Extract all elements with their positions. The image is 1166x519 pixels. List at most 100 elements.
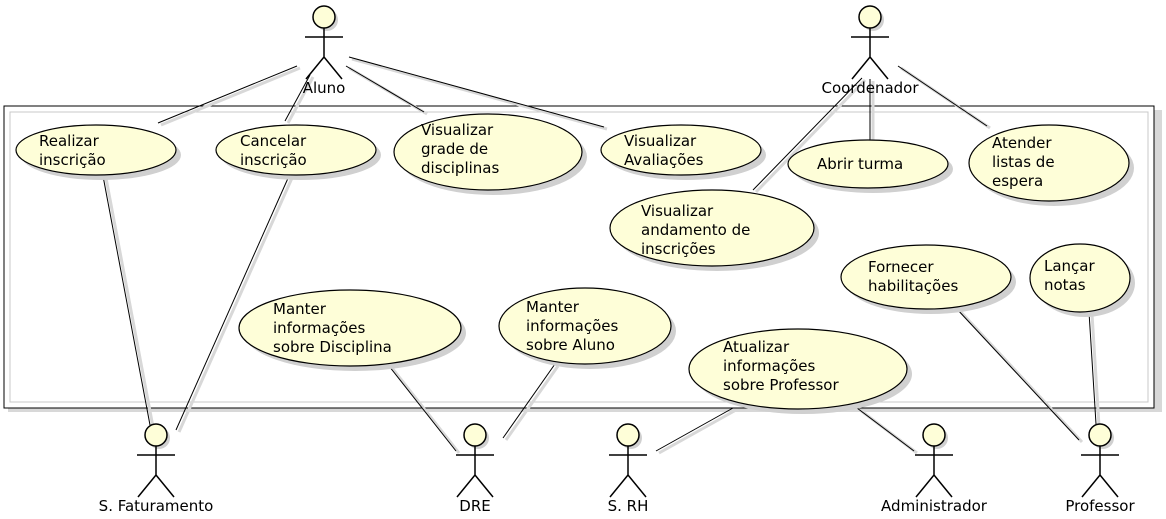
use-case-label-line: Manter — [526, 298, 580, 316]
use-case-label-line: Abrir turma — [817, 155, 903, 173]
use-case-label-line: Atender — [992, 134, 1052, 152]
use-case-label-line: grade de — [421, 140, 488, 158]
actor-label: Aluno — [303, 79, 346, 97]
actor-label: S. Faturamento — [99, 497, 214, 515]
association-coordenador-atender-listas — [897, 65, 988, 127]
actor-label: Professor — [1065, 497, 1135, 515]
use-case-ellipse — [968, 124, 1130, 202]
association-faturamento-cancelar-inscricao — [175, 175, 290, 431]
actor-head — [463, 423, 487, 447]
actor-body — [609, 446, 647, 498]
actor-dre[interactable]: DRE — [456, 423, 494, 515]
actor-coordenador[interactable]: Coordenador — [821, 5, 919, 97]
use-case-label-line: Cancelar — [240, 132, 307, 150]
use-case-label-line: informações — [723, 357, 815, 375]
use-cases: RealizarinscriçãoCancelarinscriçãoVisual… — [15, 113, 1135, 414]
use-case-label-line: informações — [526, 317, 618, 335]
actor-professor[interactable]: Professor — [1065, 423, 1135, 515]
associations — [102, 56, 1101, 455]
use-case-ellipse — [498, 287, 672, 365]
use-case-ellipse — [787, 139, 949, 189]
use-case-label-line: habilitações — [868, 277, 958, 295]
use-case-label-line: sobre Aluno — [526, 336, 615, 354]
association-shadow — [351, 57, 608, 131]
association-shadow — [160, 66, 301, 127]
association-shadow — [390, 367, 461, 454]
use-case-abrir-turma[interactable]: Abrir turma — [787, 139, 953, 193]
association-shadow — [286, 76, 315, 124]
actor-rh[interactable]: S. RH — [608, 423, 649, 515]
use-case-ellipse — [600, 124, 762, 176]
use-case-label-line: notas — [1044, 276, 1086, 294]
use-case-ellipse — [609, 189, 815, 267]
actor-body — [1081, 446, 1119, 498]
actor-faturamento[interactable]: S. Faturamento — [99, 423, 214, 515]
use-case-label-line: Visualizar — [421, 121, 494, 139]
actor-label: Coordenador — [821, 79, 919, 97]
use-case-label-line: listas de — [992, 153, 1055, 171]
association-aluno-visualizar-grade — [345, 65, 425, 113]
use-case-ellipse — [1029, 243, 1131, 313]
use-case-label-line: Manter — [273, 300, 327, 318]
association-faturamento-realizar-inscricao — [102, 175, 151, 426]
actor-body — [915, 446, 953, 498]
association-aluno-cancelar-inscricao — [284, 74, 311, 122]
use-case-label-line: inscrição — [39, 151, 106, 169]
association-shadow — [104, 177, 155, 428]
actor-head — [858, 5, 882, 29]
actor-head — [922, 423, 946, 447]
use-case-label-line: inscrições — [641, 240, 716, 258]
actor-label: DRE — [459, 497, 490, 515]
association-professor-lancar-notas — [1088, 311, 1097, 425]
association-shadow — [957, 308, 1084, 444]
actor-head — [144, 423, 168, 447]
use-case-label-line: inscrição — [240, 151, 307, 169]
use-case-label-line: espera — [992, 172, 1043, 190]
association-administrador-atualizar-professor — [856, 407, 915, 452]
actor-head — [1088, 423, 1112, 447]
association-shadow — [658, 408, 737, 455]
use-case-label-line: sobre Professor — [723, 376, 839, 394]
association-professor-fornecer-habilitacoes — [955, 307, 1080, 441]
actor-head — [312, 5, 336, 29]
use-case-ellipse — [238, 289, 462, 367]
use-case-ellipse — [215, 124, 377, 176]
use-case-label-line: Visualizar — [624, 132, 697, 150]
use-case-label-line: disciplinas — [421, 159, 499, 177]
association-coordenador-visualizar-andamento — [752, 77, 863, 191]
association-dre-manter-aluno — [502, 363, 556, 439]
use-case-ellipse — [393, 113, 583, 191]
actor-body — [137, 446, 175, 498]
association-rh-atualizar-professor — [655, 407, 734, 452]
association-shadow — [754, 78, 867, 194]
actor-body — [305, 28, 343, 80]
use-case-label-line: Lançar — [1044, 257, 1095, 275]
actor-aluno[interactable]: Aluno — [303, 5, 346, 97]
actor-label: S. RH — [608, 497, 649, 515]
actors: Aluno Coordenador S. Faturamento DRE S. RH Ad… — [99, 5, 1135, 515]
association-aluno-visualizar-avaliacoes — [348, 56, 605, 128]
use-case-label-line: Avaliações — [624, 151, 704, 169]
use-case-label-line: sobre Disciplina — [273, 338, 392, 356]
association-shadow — [1090, 313, 1101, 427]
actor-body — [456, 446, 494, 498]
association-dre-manter-disciplina — [388, 365, 457, 452]
association-aluno-realizar-inscricao — [157, 65, 298, 124]
use-case-ellipse — [840, 244, 1012, 310]
actor-label: Administrador — [881, 497, 988, 515]
use-case-ellipse — [688, 328, 908, 410]
actor-administrador[interactable]: Administrador — [881, 423, 988, 515]
use-case-label-line: Atualizar — [723, 338, 790, 356]
